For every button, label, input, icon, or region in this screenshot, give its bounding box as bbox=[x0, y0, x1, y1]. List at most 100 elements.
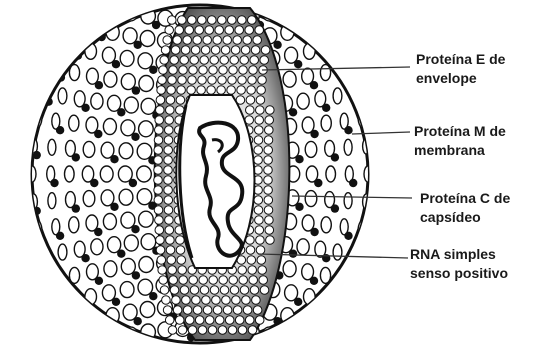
envelope-scale bbox=[121, 258, 135, 274]
capsid-bead bbox=[165, 26, 174, 35]
membrane-protein-dot bbox=[44, 260, 52, 268]
capsid-bead bbox=[190, 286, 199, 295]
capsid-bead bbox=[228, 76, 237, 85]
membrane-protein-dot bbox=[50, 179, 58, 187]
envelope-scale bbox=[118, 166, 132, 182]
envelope-scale bbox=[297, 93, 309, 109]
capsid-bead bbox=[254, 126, 263, 135]
capsid-bead bbox=[158, 266, 167, 275]
capsid-bead bbox=[264, 156, 273, 165]
capsid-bead bbox=[213, 36, 222, 45]
membrane-protein-dot bbox=[322, 104, 330, 112]
membrane-protein-dot bbox=[94, 228, 102, 236]
capsid-bead bbox=[252, 296, 261, 305]
capsid-bead bbox=[243, 36, 252, 45]
membrane-protein-dot bbox=[149, 66, 157, 74]
capsid-bead bbox=[175, 316, 184, 325]
capsid-bead bbox=[155, 116, 164, 125]
capsid-bead bbox=[254, 146, 263, 155]
envelope-scale bbox=[53, 272, 61, 288]
envelope-scale bbox=[323, 39, 333, 55]
capsid-bead bbox=[164, 136, 173, 145]
capsid-bead bbox=[254, 196, 263, 205]
capsid-bead bbox=[157, 256, 166, 265]
membrane-protein-dot bbox=[56, 126, 64, 134]
envelope-scale bbox=[83, 141, 95, 157]
capsid-bead bbox=[257, 86, 266, 95]
capsid-bead bbox=[154, 136, 163, 145]
envelope-scale bbox=[120, 50, 134, 66]
capsid-bead bbox=[233, 306, 242, 315]
capsid-bead bbox=[239, 276, 248, 285]
capsid-bead bbox=[254, 206, 263, 215]
capsid-bead bbox=[156, 246, 165, 255]
capsid-bead bbox=[167, 86, 176, 95]
capsid-bead bbox=[166, 106, 175, 115]
membrane-protein-dot bbox=[256, 337, 264, 345]
membrane-protein-dot bbox=[289, 250, 297, 258]
capsid-bead bbox=[154, 156, 163, 165]
capsid-bead bbox=[157, 86, 166, 95]
membrane-protein-dot bbox=[98, 325, 106, 333]
capsid-bead bbox=[164, 206, 173, 215]
capsid-bead bbox=[199, 66, 208, 75]
envelope-scale bbox=[321, 217, 331, 233]
capsid-bead bbox=[264, 146, 273, 155]
envelope-scale bbox=[102, 285, 115, 301]
capsid-bead bbox=[253, 306, 262, 315]
envelope-scale bbox=[137, 189, 152, 205]
capsid-bead bbox=[168, 76, 177, 85]
capsid-bead bbox=[165, 126, 174, 135]
membrane-protein-dot bbox=[117, 250, 125, 258]
envelope-scale bbox=[101, 142, 114, 158]
capsid-bead bbox=[195, 26, 204, 35]
capsid-bead bbox=[264, 176, 273, 185]
envelope-scale bbox=[48, 193, 56, 209]
capsid-bead bbox=[260, 56, 269, 65]
capsid-bead bbox=[156, 106, 165, 115]
capsid-bead bbox=[177, 256, 186, 265]
capsid-bead bbox=[266, 106, 275, 115]
capsid-bead bbox=[176, 96, 185, 105]
capsid-bead bbox=[164, 176, 173, 185]
capsid-bead bbox=[178, 16, 187, 25]
capsid-bead bbox=[201, 46, 210, 55]
envelope-scale bbox=[138, 53, 153, 69]
membrane-protein-dot bbox=[366, 207, 374, 215]
capsid-bead bbox=[202, 296, 211, 305]
capsid-bead bbox=[215, 26, 224, 35]
envelope-scale bbox=[344, 139, 352, 155]
capsid-bead bbox=[255, 116, 264, 125]
envelope-scale bbox=[91, 239, 103, 255]
capsid-bead bbox=[253, 36, 262, 45]
membrane-protein-dot bbox=[295, 155, 303, 163]
membrane-protein-dot bbox=[295, 203, 303, 211]
capsid-bead bbox=[221, 46, 230, 55]
membrane-protein-dot bbox=[94, 130, 102, 138]
capsid-bead bbox=[185, 316, 194, 325]
membrane-protein-dot bbox=[134, 41, 142, 49]
capsid-bead bbox=[166, 246, 175, 255]
capsid-bead bbox=[200, 56, 209, 65]
envelope-scale bbox=[108, 237, 121, 253]
envelope-scale bbox=[139, 257, 154, 273]
capsid-bead bbox=[200, 286, 209, 295]
capsid-bead bbox=[232, 296, 241, 305]
capsid-bead bbox=[228, 326, 237, 335]
capsid-bead bbox=[155, 216, 164, 225]
capsid-bead bbox=[154, 196, 163, 205]
capsid-bead bbox=[240, 286, 249, 295]
capsid-bead bbox=[215, 316, 224, 325]
capsid-bead bbox=[154, 166, 163, 175]
envelope-scale bbox=[85, 289, 97, 305]
capsid-bead bbox=[264, 196, 273, 205]
capsid-bead bbox=[168, 326, 177, 335]
membrane-protein-dot bbox=[344, 126, 352, 134]
capsid-bead bbox=[228, 16, 237, 25]
capsid-bead bbox=[189, 276, 198, 285]
capsid-bead bbox=[154, 176, 163, 185]
envelope-scale bbox=[89, 20, 101, 36]
capsid-bead bbox=[177, 86, 186, 95]
envelope-scale bbox=[124, 235, 138, 251]
envelope-scale bbox=[53, 61, 61, 77]
